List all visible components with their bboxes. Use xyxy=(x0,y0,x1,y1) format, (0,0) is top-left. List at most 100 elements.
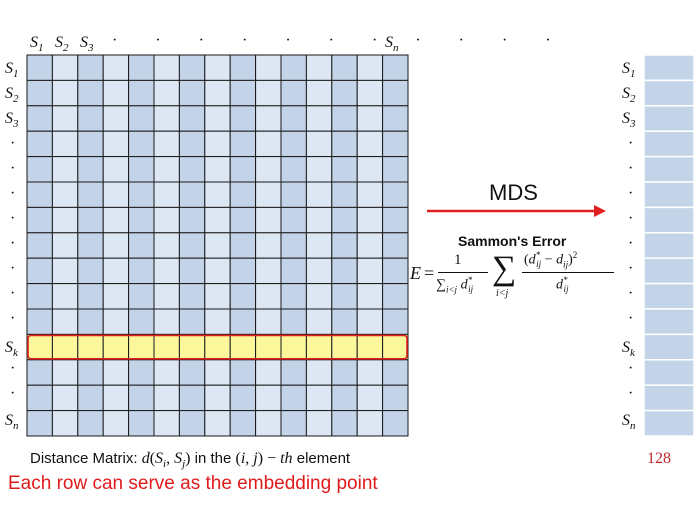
matrix-cell xyxy=(77,232,104,259)
matrix-cell xyxy=(51,384,79,412)
row-dot: · xyxy=(10,235,16,252)
embedding-cell xyxy=(643,206,695,234)
row-dot: · xyxy=(10,310,16,327)
col-label-sn: Sn xyxy=(385,34,399,54)
matrix-cell xyxy=(128,384,155,412)
matrix-cell xyxy=(153,130,180,158)
matrix-cell xyxy=(102,206,130,234)
matrix-cell xyxy=(51,181,79,208)
embedding-cell xyxy=(643,181,695,209)
matrix-cell xyxy=(153,54,180,81)
matrix-cell xyxy=(382,333,409,361)
matrix-cell xyxy=(51,54,79,81)
row-label-sk: Sk xyxy=(5,339,18,359)
matrix-cell xyxy=(280,105,307,132)
matrix-cell xyxy=(382,130,409,158)
matrix-cell xyxy=(204,308,231,335)
matrix-cell xyxy=(204,181,231,208)
row-dot: · xyxy=(10,360,16,377)
matrix-cell xyxy=(305,359,333,386)
matrix-cell xyxy=(331,384,358,412)
matrix-cell xyxy=(229,79,257,107)
matrix-cell xyxy=(128,156,155,183)
matrix-cell xyxy=(77,308,104,335)
embedding-cell xyxy=(643,384,695,412)
matrix-cell xyxy=(356,359,384,386)
col-row-label-s2: S2 xyxy=(622,85,636,105)
col-row-dot: · xyxy=(628,235,634,252)
matrix-cell xyxy=(26,257,53,285)
matrix-cell xyxy=(26,333,53,361)
matrix-cell xyxy=(51,156,79,183)
col-label-s1: S1 xyxy=(30,34,44,54)
col-row-dot: · xyxy=(628,135,634,152)
matrix-cell xyxy=(26,283,53,310)
matrix-cell xyxy=(305,54,333,81)
col-label-s2: S2 xyxy=(55,34,69,54)
matrix-cell xyxy=(153,105,180,132)
matrix-cell xyxy=(305,105,333,132)
embedding-cell xyxy=(643,409,695,437)
embedding-cell xyxy=(643,359,695,386)
embedding-cell xyxy=(643,282,695,310)
sammon-error-title: Sammon's Error xyxy=(458,233,567,249)
matrix-cell xyxy=(305,410,333,437)
matrix-cell xyxy=(280,130,307,158)
matrix-cell xyxy=(382,410,409,437)
matrix-cell xyxy=(77,333,104,361)
matrix-cell xyxy=(382,206,409,234)
matrix-cell xyxy=(26,79,53,107)
matrix-cell xyxy=(153,257,180,285)
matrix-cell xyxy=(26,232,53,259)
matrix-cell xyxy=(229,130,257,158)
embedding-cell xyxy=(643,257,695,285)
matrix-cell xyxy=(331,359,358,386)
matrix-cell xyxy=(382,257,409,285)
matrix-cell xyxy=(128,130,155,158)
embedding-cell xyxy=(643,333,695,361)
matrix-cell xyxy=(382,359,409,386)
matrix-cell xyxy=(204,206,231,234)
highlighted-row xyxy=(27,334,408,360)
embedding-cell xyxy=(643,130,695,158)
col-row-dot: · xyxy=(628,260,634,277)
matrix-cell xyxy=(280,283,307,310)
matrix-cell xyxy=(229,54,257,81)
matrix-cell xyxy=(178,333,206,361)
col-row-dot: · xyxy=(628,160,634,177)
embedding-cell xyxy=(643,155,695,183)
matrix-cell xyxy=(331,54,358,81)
matrix-cell xyxy=(77,130,104,158)
matrix-cell xyxy=(153,206,180,234)
matrix-cell xyxy=(255,359,282,386)
embedding-cell xyxy=(643,105,695,132)
matrix-cell xyxy=(382,54,409,81)
matrix-cell xyxy=(178,79,206,107)
matrix-cell xyxy=(280,359,307,386)
matrix-cell xyxy=(356,79,384,107)
col-row-label-s1: S1 xyxy=(622,60,636,80)
col-row-label-sk: Sk xyxy=(622,339,635,359)
matrix-cell xyxy=(153,308,180,335)
matrix-cell xyxy=(356,181,384,208)
matrix-cell xyxy=(128,181,155,208)
sammon-error-equation: E = 1 ∑i<j d*ij ∑ i<j (d*ij − dij)2 d*ij xyxy=(410,250,620,310)
matrix-cell xyxy=(204,79,231,107)
matrix-cell xyxy=(305,130,333,158)
row-label-sn: Sn xyxy=(5,412,19,432)
matrix-cell xyxy=(102,359,130,386)
col-row-dot: · xyxy=(628,285,634,302)
matrix-cell xyxy=(255,384,282,412)
row-dot: · xyxy=(10,135,16,152)
matrix-cell xyxy=(356,105,384,132)
matrix-cell xyxy=(204,130,231,158)
row-dot: · xyxy=(10,385,16,402)
matrix-cell xyxy=(178,54,206,81)
matrix-cell xyxy=(280,410,307,437)
matrix-cell xyxy=(178,130,206,158)
matrix-cell xyxy=(382,181,409,208)
matrix-cell xyxy=(178,105,206,132)
